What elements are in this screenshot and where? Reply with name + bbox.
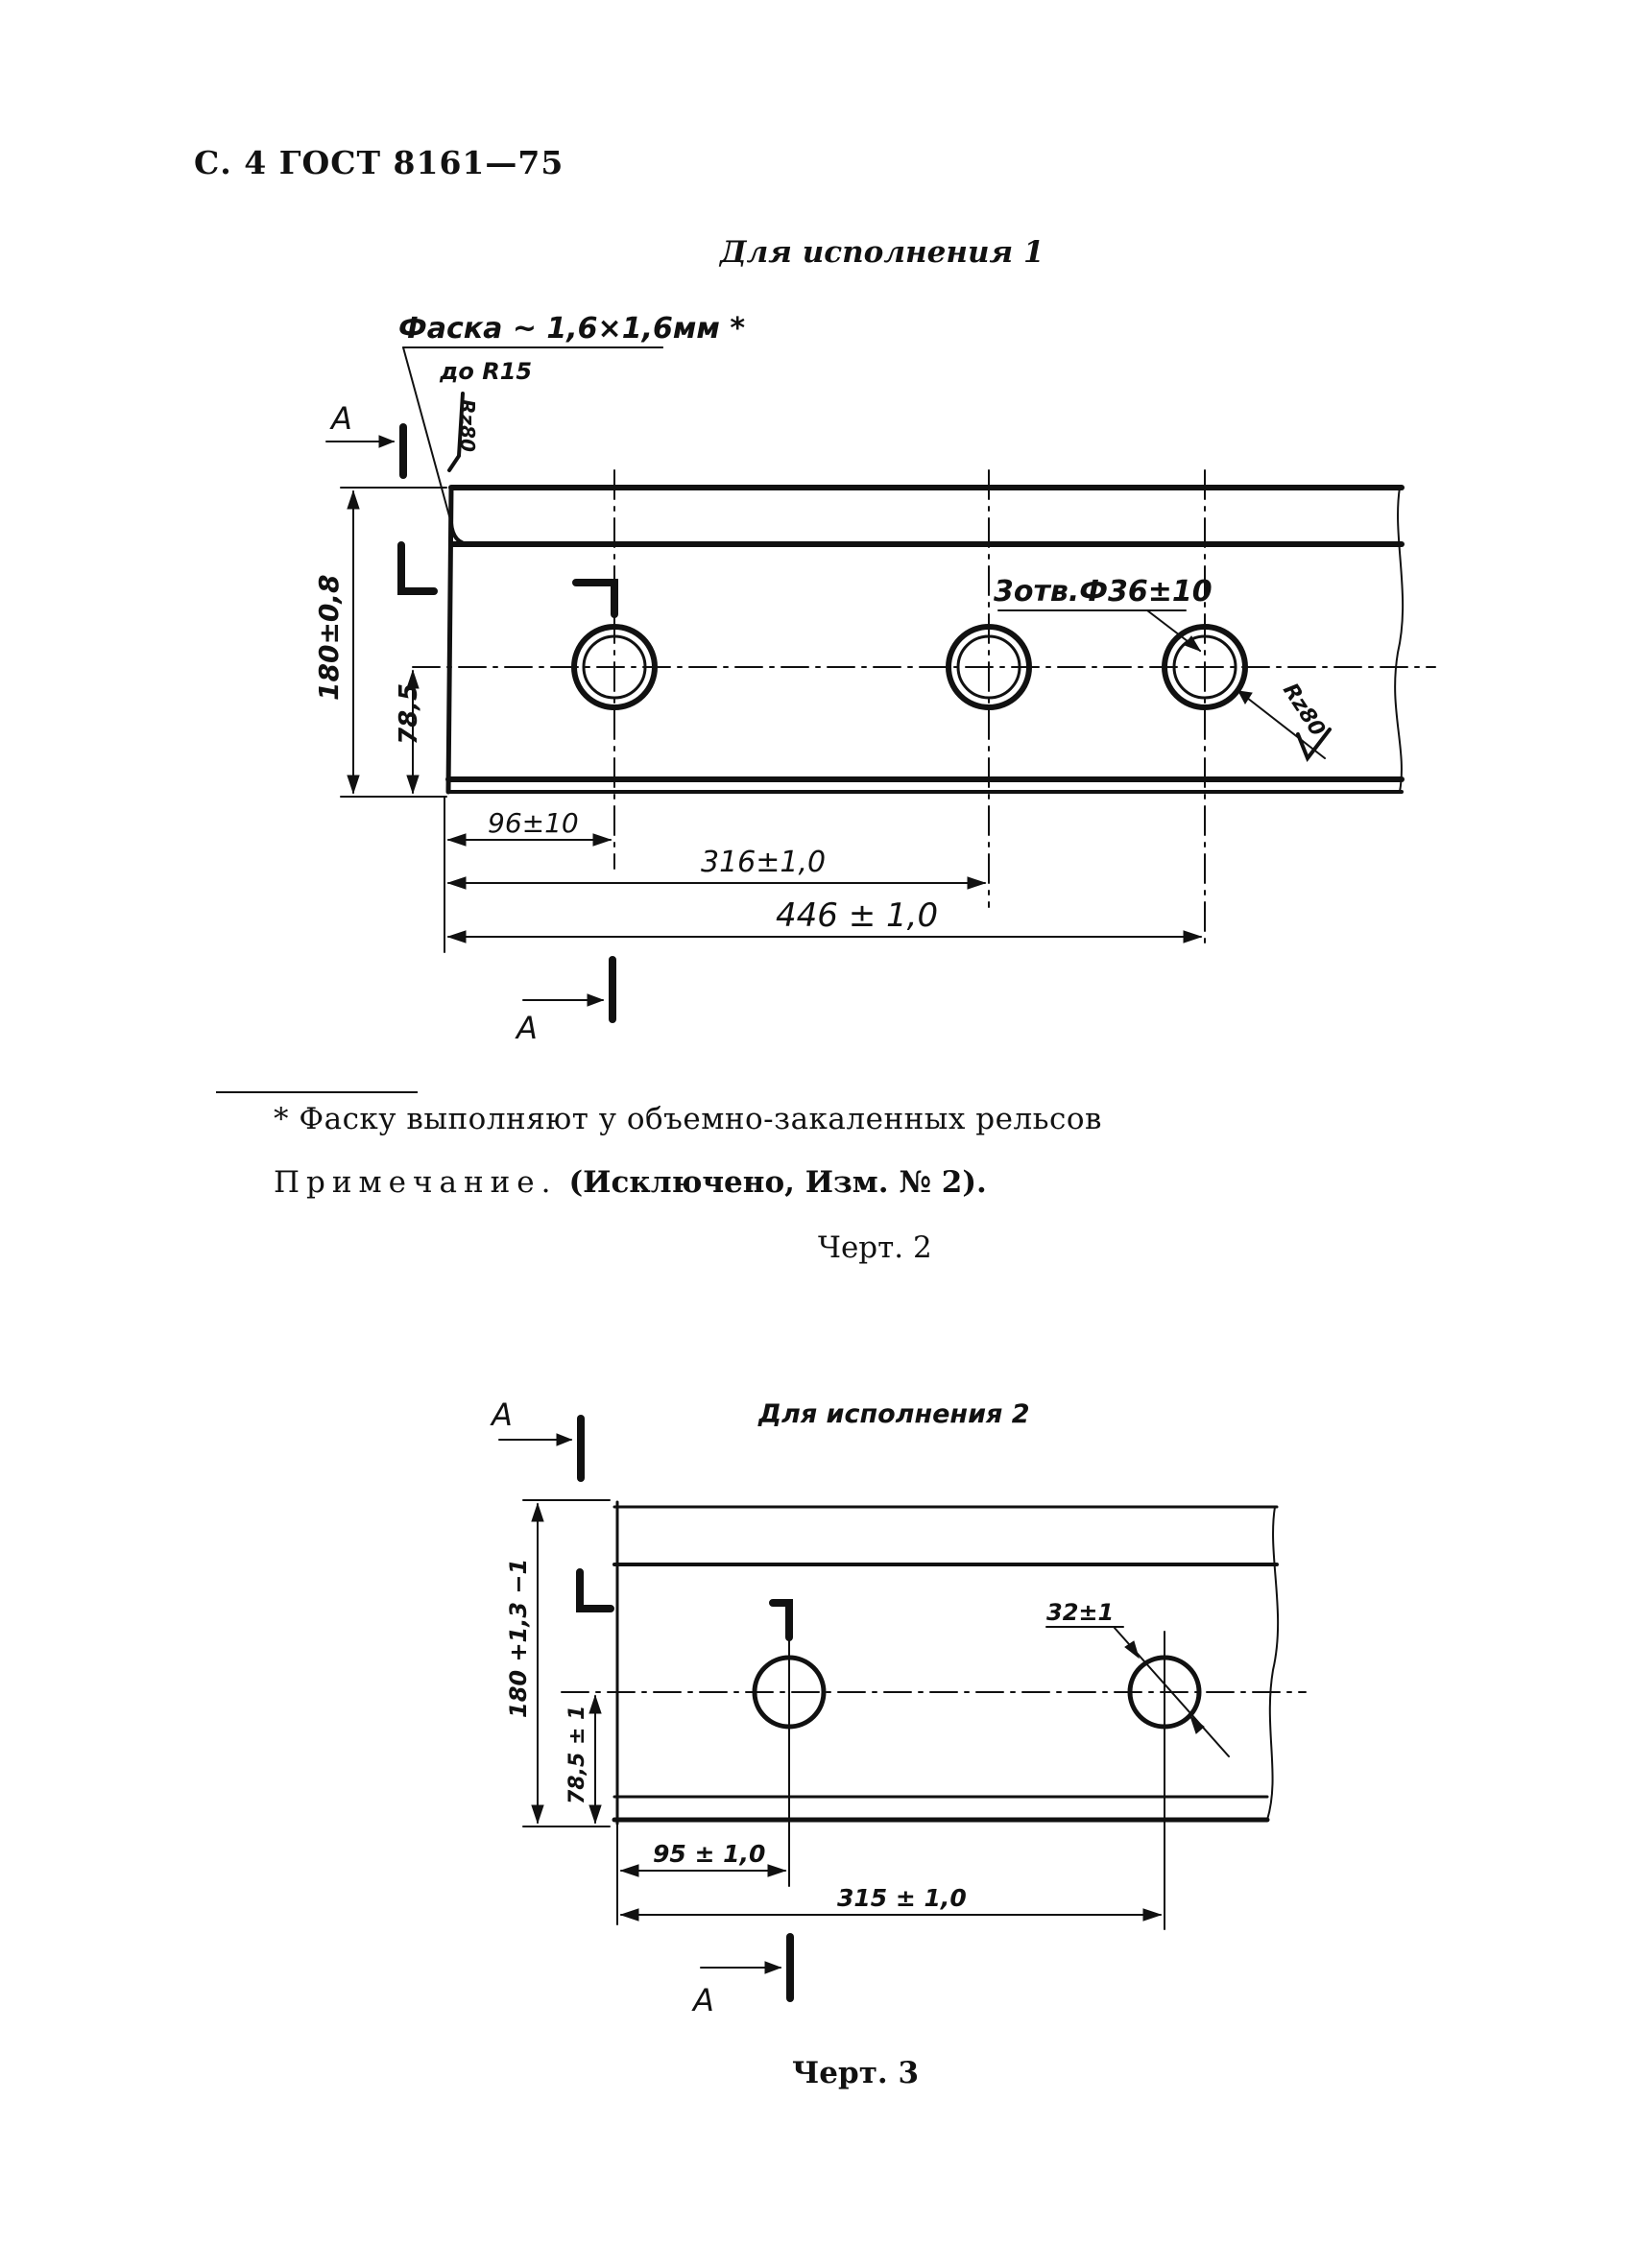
figure3-caption: Черт. 3 — [792, 2056, 920, 2090]
dim2-height-label: 180 +1,3 −1 — [505, 1559, 532, 1718]
note: Примечание. (Исключено, Изм. № 2). — [274, 1165, 987, 1200]
figure3-title: Для исполнения 2 — [757, 1399, 1030, 1429]
figure2-title: Для исполнения 1 — [720, 235, 1045, 270]
dim-axis-label: 78,5 — [395, 683, 423, 745]
note-label: Примечание. — [274, 1165, 558, 1200]
rail1-end-face — [445, 485, 454, 795]
hole5 — [1127, 1655, 1202, 1730]
section2-a-top-label: А — [490, 1397, 513, 1433]
hole1-outer — [571, 624, 658, 710]
hole3-inner — [1172, 634, 1237, 700]
footnote: * Фаску выполняют у объемно-закаленных р… — [274, 1102, 1103, 1136]
roughness-symbol-hole — [1296, 728, 1332, 763]
figure3-drawing: Для исполнения 2 А А 32±1 180 +1,3 −1 78… — [490, 1397, 1307, 2018]
rail1-break-line — [1394, 487, 1405, 793]
dim-x1-label: 96±10 — [488, 807, 579, 839]
footnote-rule — [216, 1091, 418, 1093]
roughness-hole-label: Rz80 — [1278, 680, 1330, 741]
hole-roughness-leader — [1237, 690, 1326, 759]
rail2-corner-mark-hole — [769, 1599, 793, 1641]
hole4 — [752, 1655, 827, 1730]
hole-dia-label: 32±1 — [1046, 1599, 1114, 1626]
figure2-drawing: Фаска ~ 1,6×1,6мм * до R15 Rz80 А А 3отв… — [313, 312, 1436, 1046]
rail2-break-line — [1266, 1506, 1280, 1821]
holes-label: 3отв.Ф36±10 — [994, 575, 1213, 609]
dim2-x1-label: 95 ± 1,0 — [653, 1840, 765, 1868]
section-a-top-label: А — [329, 400, 352, 437]
hole1-inner — [582, 634, 647, 700]
section-a-bottom-label: А — [515, 1010, 538, 1046]
dim-height-label: 180±0,8 — [313, 574, 345, 701]
hole2-inner — [956, 634, 1021, 700]
dim2-axis-label: 78,5 ± 1 — [565, 1706, 589, 1804]
figure2-caption: Черт. 2 — [818, 1230, 932, 1265]
rail2-corner-mark-left — [576, 1568, 614, 1612]
rail1-chamfer — [449, 521, 472, 546]
hole2-outer — [946, 624, 1032, 710]
chamfer-label: Фаска ~ 1,6×1,6мм * — [398, 312, 745, 346]
section2-a-bottom-label: А — [691, 1982, 714, 2018]
roughness-top-label: Rz80 — [456, 399, 479, 452]
chamfer-sublabel: до R15 — [439, 358, 532, 385]
dim-x3-label: 446 ± 1,0 — [776, 896, 938, 935]
roughness-symbol-top — [447, 392, 465, 472]
chamfer-leader-line — [402, 346, 452, 524]
note-text: (Исключено, Изм. № 2). — [568, 1165, 987, 1200]
hole3-outer — [1162, 624, 1248, 710]
page-header: С. 4 ГОСТ 8161—75 — [194, 144, 564, 181]
dim-x2-label: 316±1,0 — [701, 846, 826, 879]
rail1-corner-mark-hole — [572, 579, 618, 618]
dim2-x2-label: 315 ± 1,0 — [837, 1884, 967, 1912]
rail1-corner-mark-left — [397, 541, 438, 595]
